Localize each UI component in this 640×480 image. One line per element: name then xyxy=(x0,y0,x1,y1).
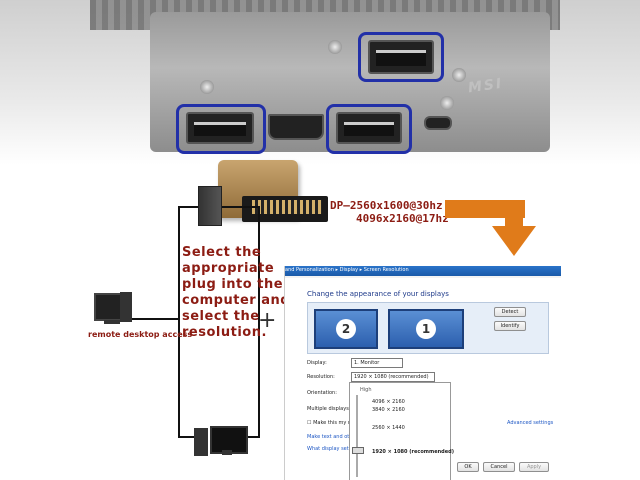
detect-button[interactable]: Detect xyxy=(494,307,526,317)
connector-line xyxy=(130,318,180,320)
plus-sign: + xyxy=(258,308,277,333)
resolution-select[interactable]: 1920 × 1080 (recommended) xyxy=(351,372,435,382)
screw-icon xyxy=(200,80,214,94)
displayport-plug-pins xyxy=(252,200,322,214)
identify-button[interactable]: Identify xyxy=(494,321,526,331)
advanced-settings-link[interactable]: Advanced settings xyxy=(507,420,554,426)
connector-line xyxy=(178,436,196,438)
high-label: High xyxy=(360,387,372,393)
screw-icon xyxy=(440,96,454,110)
monitor-1-tile[interactable]: 1 xyxy=(388,309,464,349)
resolution-option-selected[interactable]: 1920 × 1080 (recommended) xyxy=(372,449,454,455)
resolution-option[interactable]: 4096 × 2160 xyxy=(372,399,405,405)
breadcrumb[interactable]: and Personalization ▸ Display ▸ Screen R… xyxy=(285,267,409,273)
page-title: Change the appearance of your displays xyxy=(307,290,449,298)
display-arrangement-panel: 2 1 Detect Identify xyxy=(307,302,549,354)
display-select[interactable]: 1. Monitor xyxy=(351,358,403,368)
displayport-port-middle xyxy=(336,112,402,144)
cancel-button[interactable]: Cancel xyxy=(483,462,515,472)
usb-c-port xyxy=(424,116,452,130)
desktop-tower-icon xyxy=(120,292,132,322)
arrow-down-icon xyxy=(492,226,536,256)
resolution-option[interactable]: 2560 × 1440 xyxy=(372,425,405,431)
arrow-icon-shaft xyxy=(505,200,523,228)
resolution-slider-thumb[interactable] xyxy=(352,447,364,454)
make-text-link[interactable]: Make text and othe xyxy=(307,434,356,440)
spec-line-2: 4096x2160@17hz xyxy=(356,212,449,225)
highlight-box-left xyxy=(176,104,266,154)
ok-button[interactable]: OK xyxy=(457,462,479,472)
remote-desktop-label: remote desktop access xyxy=(88,330,193,339)
spec-line-1: DP—2560x1600@30hz xyxy=(330,199,443,212)
apply-button[interactable]: Apply xyxy=(519,462,549,472)
computer-tower-icon xyxy=(194,428,208,456)
make-main-display-checkbox[interactable]: ☐ Make this my m xyxy=(307,420,353,426)
monitor-icon xyxy=(210,426,248,454)
make-main-display-label: Make this my m xyxy=(313,420,353,426)
instruction-text: Select the appropriate plug into the com… xyxy=(182,245,291,340)
display-label: Display: xyxy=(307,360,327,366)
monitor-stand-icon xyxy=(222,450,232,455)
displayport-port-left xyxy=(186,112,254,144)
screen-resolution-window: and Personalization ▸ Display ▸ Screen R… xyxy=(284,266,561,480)
monitor-2-number: 2 xyxy=(336,319,356,339)
screw-icon xyxy=(452,68,466,82)
connector-line xyxy=(220,206,260,208)
monitor-2-tile[interactable]: 2 xyxy=(314,309,378,349)
screw-icon xyxy=(328,40,342,54)
address-bar: and Personalization ▸ Display ▸ Screen R… xyxy=(285,266,561,276)
connector-line xyxy=(178,206,180,438)
orientation-label: Orientation: xyxy=(307,390,337,396)
what-display-settings-link[interactable]: What display setti xyxy=(307,446,353,452)
resolution-option[interactable]: 3840 × 2160 xyxy=(372,407,405,413)
resolution-slider-track[interactable] xyxy=(356,395,358,477)
connector-line xyxy=(178,206,200,208)
multiple-displays-label: Multiple displays: xyxy=(307,406,351,412)
desktop-stand-icon xyxy=(104,320,120,324)
highlight-box-middle xyxy=(326,104,412,154)
connector-line xyxy=(258,206,260,438)
resolution-dropdown[interactable]: High 4096 × 2160 3840 × 2160 2560 × 1440… xyxy=(349,382,454,480)
computer-tower-icon xyxy=(198,186,222,226)
displayport-port-top xyxy=(368,40,434,74)
hdmi-port xyxy=(268,114,324,140)
resolution-label: Resolution: xyxy=(307,374,335,380)
highlight-box-top xyxy=(358,32,444,82)
connector-line xyxy=(244,436,260,438)
monitor-1-number: 1 xyxy=(416,319,436,339)
